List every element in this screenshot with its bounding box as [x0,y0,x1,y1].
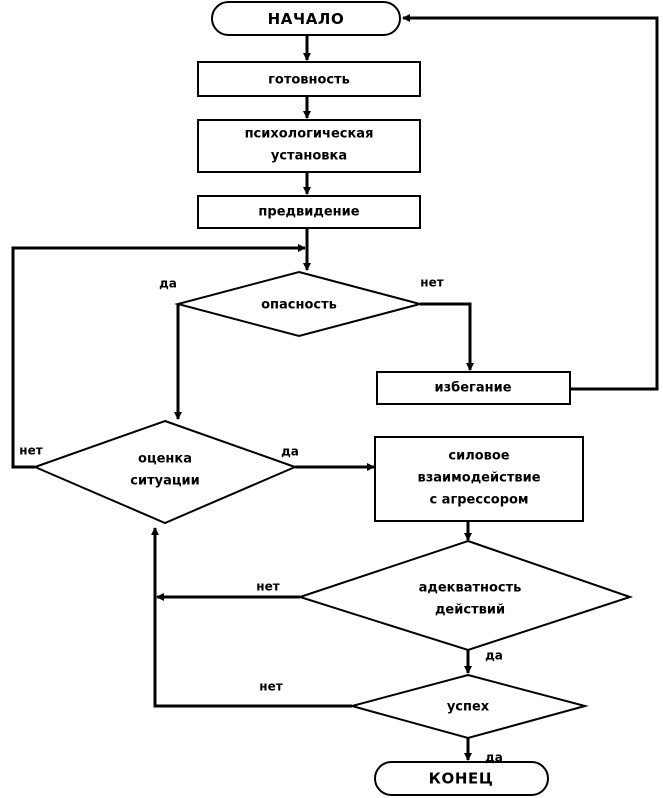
danger-decision-shape [174,270,424,338]
avoid-label: избегание [434,381,511,396]
end-terminator-shape [374,761,549,796]
edge-label-success-yes: да [485,751,503,765]
node-mindset[interactable]: психологическая установка [197,119,421,173]
node-end[interactable]: КОНЕЦ [374,761,549,796]
mindset-label-line2: установка [271,149,347,164]
force-label-line1: силовое [448,449,509,464]
edge-danger-no-avoid [420,302,474,371]
node-success[interactable]: успех [348,673,589,740]
end-label: КОНЕЦ [429,770,494,788]
start-terminator-shape [211,1,401,36]
node-danger[interactable]: опасность [174,270,424,338]
node-start[interactable]: НАЧАЛО [211,1,401,36]
adequacy-label-line1: адекватность [419,581,522,596]
danger-label: опасность [261,298,337,313]
mindset-process-shape [197,119,421,173]
force-label-line2: взаимодействие [417,471,540,486]
edge-label-adequacy-yes: да [485,649,503,663]
ready-label: готовность [268,73,350,88]
force-process-shape [374,436,584,522]
edge-avoid-start-loop [402,14,659,391]
adequacy-label-line2: действий [435,603,505,618]
edge-labels: да нет нет да нет да нет да [19,276,503,765]
avoid-process-shape [376,371,571,405]
edge-label-assess-yes: да [281,445,299,459]
connectors [11,14,659,761]
edge-success-no [151,527,352,708]
foresee-label: предвидение [258,205,359,220]
success-decision-shape [348,673,589,740]
success-label: успех [447,700,490,715]
start-label: НАЧАЛО [268,10,345,28]
mindset-label-line1: психологическая [245,127,374,142]
node-adequacy[interactable]: адекватность действий [296,539,634,652]
ready-process-shape [197,61,421,97]
assess-label-line2: ситуации [130,474,199,489]
node-ready[interactable]: готовность [197,61,421,97]
node-foresee[interactable]: предвидение [197,195,421,229]
force-label-line3: с агрессором [429,493,528,508]
assess-decision-shape [32,419,298,525]
edge-assess-no-loop [11,244,306,469]
edge-label-danger-yes: да [159,277,177,291]
edge-label-danger-no: нет [420,276,443,290]
adequacy-decision-shape [296,539,634,652]
node-avoid[interactable]: избегание [376,371,571,405]
edge-label-assess-no: нет [19,444,42,458]
foresee-process-shape [197,195,421,229]
node-assess[interactable]: оценка ситуации [32,419,298,525]
edge-label-adequacy-no: нет [256,580,279,594]
edge-label-success-no: нет [259,680,282,694]
assess-label-line1: оценка [138,452,192,467]
node-force[interactable]: силовое взаимодействие с агрессором [374,436,584,522]
